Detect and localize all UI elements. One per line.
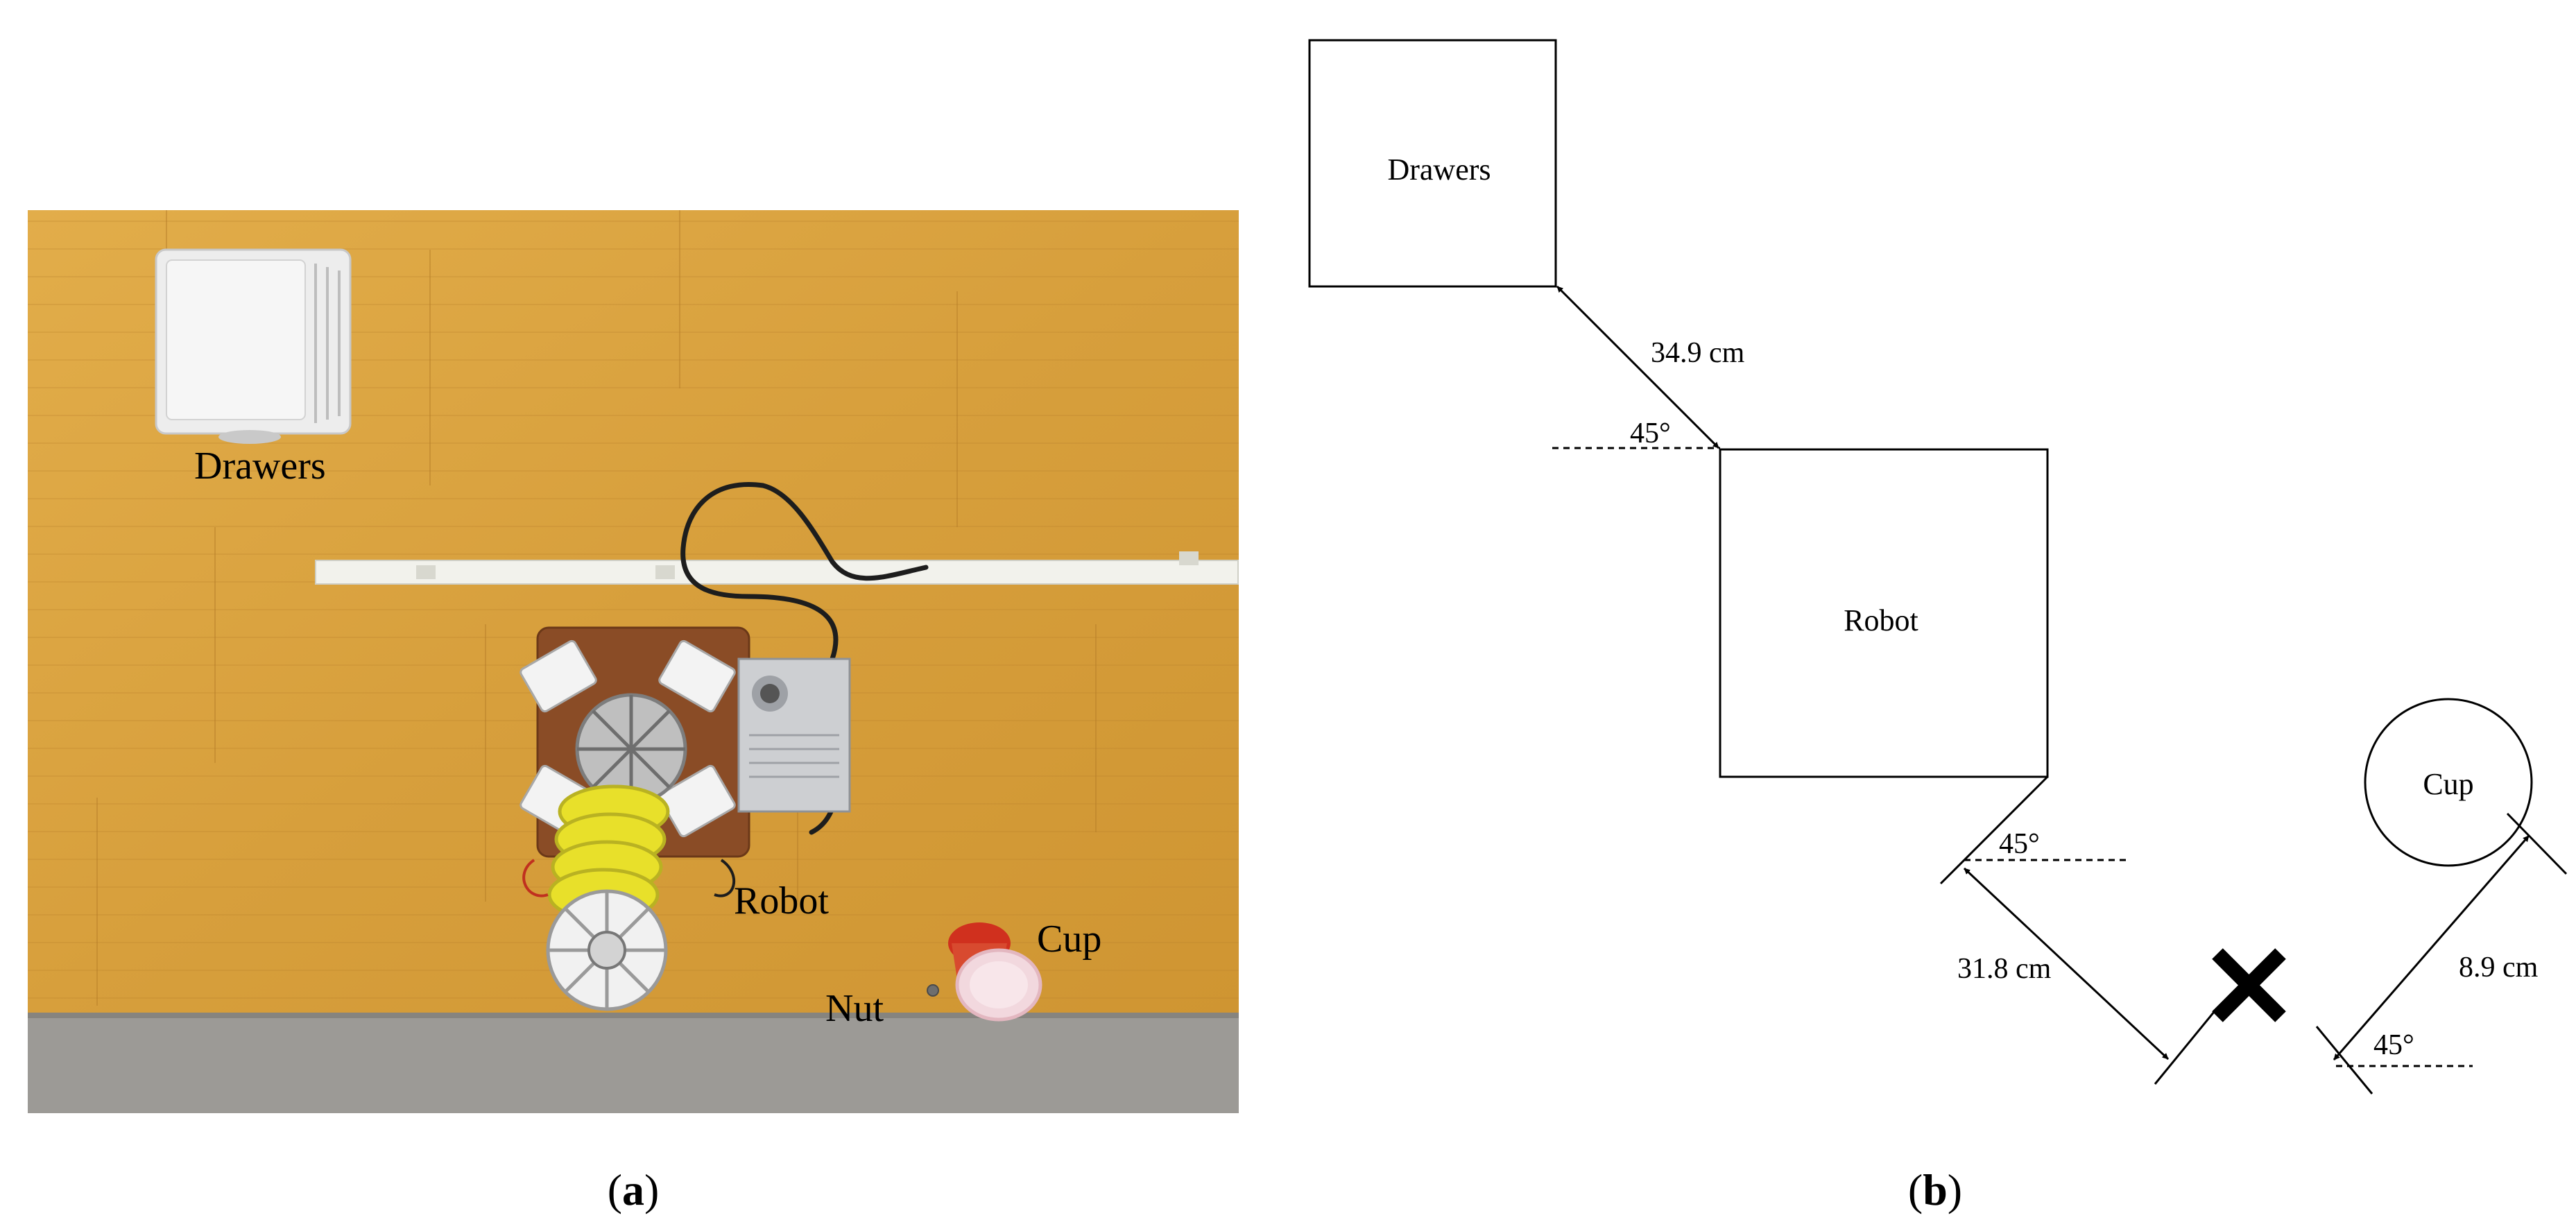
photo-label-drawers: Drawers xyxy=(194,445,326,488)
extension-line-nut-left xyxy=(2154,1007,2219,1085)
extension-line-nut-right xyxy=(2315,1026,2373,1094)
diagram-label-drawers: Drawers xyxy=(1387,153,1491,187)
carpet-floor xyxy=(28,1013,1239,1113)
drawers-object xyxy=(155,248,352,444)
measurement-drawers-robot: 34.9 cm xyxy=(1651,337,1745,369)
angle-label-robot-nut: 45° xyxy=(1999,828,2040,860)
cup-object xyxy=(948,922,1042,1022)
diagram-drawers-box xyxy=(1308,39,1557,288)
angle-label-drawers-robot: 45° xyxy=(1630,418,1671,449)
photo-label-nut: Nut xyxy=(825,987,884,1030)
diagram-label-robot: Robot xyxy=(1844,603,1918,637)
angle-label-nut-cup: 45° xyxy=(2373,1029,2414,1061)
photo-label-robot: Robot xyxy=(734,879,829,922)
panel-b-caption: (b) xyxy=(1908,1165,1962,1214)
diagram-robot-box xyxy=(1719,448,2049,778)
panel-a-caption: (a) xyxy=(608,1165,660,1214)
measurement-nut-cup: 8.9 cm xyxy=(2459,952,2539,983)
panel-a-caption-letter: a xyxy=(622,1165,644,1214)
power-strip xyxy=(315,551,1239,585)
dimension-arrow-nut-cup xyxy=(2333,835,2530,1060)
measurement-robot-nut: 31.8 cm xyxy=(1957,953,2052,985)
diagram-label-cup: Cup xyxy=(2423,767,2473,801)
nut-marker-x xyxy=(2212,948,2286,1022)
robot-object xyxy=(520,626,851,1011)
extension-line-robot-corner xyxy=(1939,775,2049,885)
photo-label-cup: Cup xyxy=(1037,918,1101,961)
panel-b-caption-letter: b xyxy=(1923,1165,1948,1214)
nut-object xyxy=(927,984,939,997)
dimension-arrow-robot-nut xyxy=(1963,867,2170,1060)
extension-line-cup xyxy=(2506,812,2568,875)
dimension-arrow-drawers-robot xyxy=(1556,285,1720,449)
